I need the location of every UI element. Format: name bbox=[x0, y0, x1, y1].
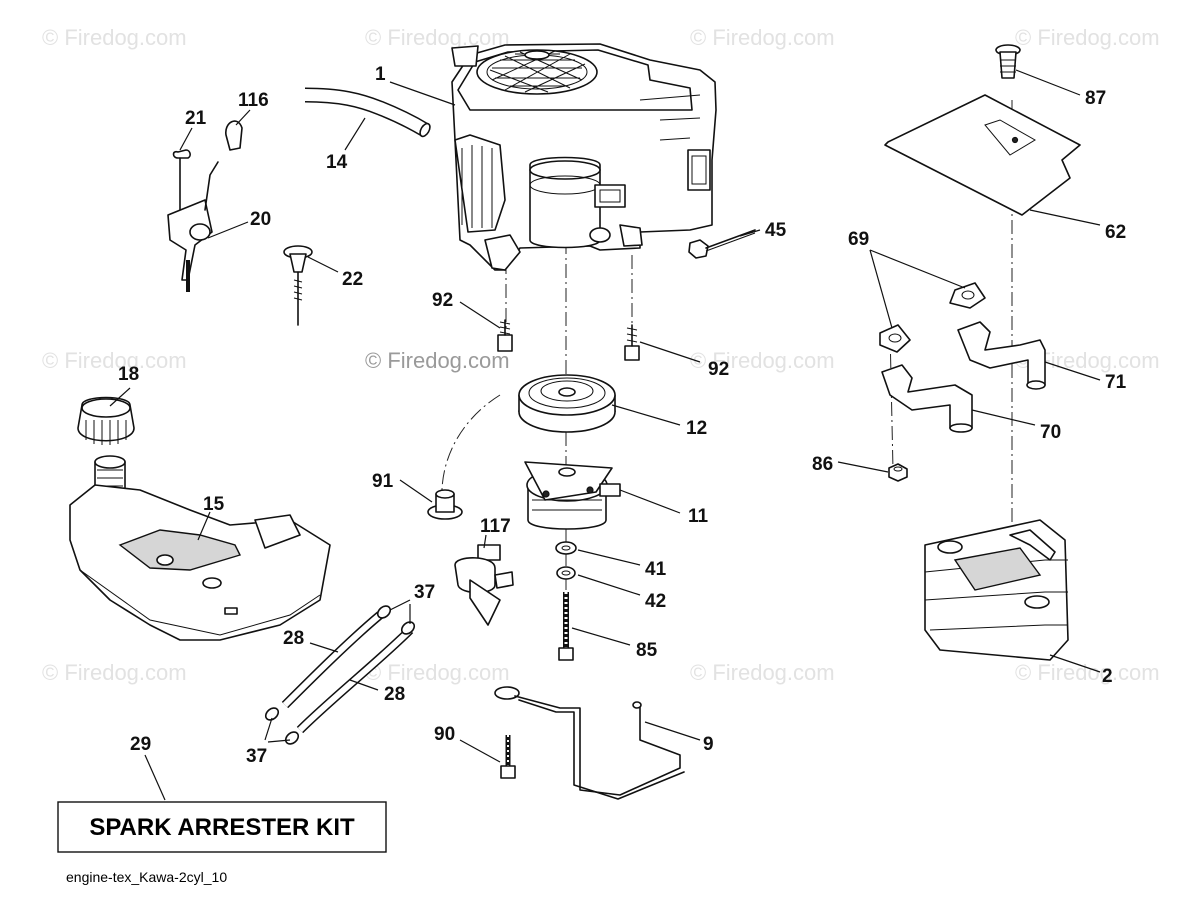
fuel-cap-18 bbox=[77, 396, 135, 445]
watermark: © Firedog.com bbox=[42, 25, 187, 50]
callout-numbers: 1 2 9 11 12 14 15 18 20 21 22 28 28 29 3… bbox=[118, 64, 1127, 767]
callout-42: 42 bbox=[645, 591, 666, 612]
callout-18: 18 bbox=[118, 364, 139, 385]
fuel-hose-14 bbox=[304, 87, 431, 138]
spark-arrester-kit-box: SPARK ARRESTER KIT bbox=[57, 801, 387, 853]
callout-14: 14 bbox=[326, 152, 348, 173]
callout-69: 69 bbox=[848, 229, 869, 250]
bolt-45 bbox=[688, 229, 756, 259]
callout-28a: 28 bbox=[283, 628, 304, 649]
callout-45: 45 bbox=[765, 220, 787, 241]
lock-washer-42 bbox=[556, 566, 576, 580]
watermark-center: © Firedog.com bbox=[365, 348, 510, 373]
callout-12: 12 bbox=[686, 418, 707, 439]
fuel-tank-15 bbox=[69, 455, 331, 641]
muffler-2 bbox=[924, 519, 1069, 661]
watermark: © Firedog.com bbox=[690, 25, 835, 50]
callout-70: 70 bbox=[1040, 422, 1061, 443]
shield-62 bbox=[884, 94, 1081, 216]
throttle-control bbox=[167, 120, 243, 292]
callout-2: 2 bbox=[1102, 666, 1113, 687]
watermark: © Firedog.com bbox=[690, 660, 835, 685]
callout-28b: 28 bbox=[384, 684, 405, 705]
callout-9: 9 bbox=[703, 734, 714, 755]
bolt-92-right bbox=[624, 324, 640, 361]
watermark: © Firedog.com bbox=[1015, 25, 1160, 50]
callout-37b: 37 bbox=[246, 746, 267, 767]
rod-9 bbox=[494, 686, 685, 800]
callout-91: 91 bbox=[372, 471, 394, 492]
watermark: © Firedog.com bbox=[42, 660, 187, 685]
nut-86 bbox=[888, 463, 908, 482]
pulley-12 bbox=[518, 374, 616, 433]
watermark: © Firedog.com bbox=[365, 660, 510, 685]
clutch-11 bbox=[524, 461, 621, 530]
callout-41: 41 bbox=[645, 559, 667, 580]
callout-29: 29 bbox=[130, 734, 151, 755]
callout-117: 117 bbox=[480, 516, 511, 537]
watermarks: © Firedog.com © Firedog.com © Firedog.co… bbox=[42, 25, 1160, 685]
washer-41 bbox=[555, 541, 577, 555]
callout-1: 1 bbox=[375, 64, 386, 85]
watermark: © Firedog.com bbox=[690, 348, 835, 373]
callout-90: 90 bbox=[434, 724, 455, 745]
callout-87: 87 bbox=[1085, 88, 1106, 109]
exhaust-pipe-71 bbox=[957, 321, 1046, 390]
gaskets-69 bbox=[879, 282, 986, 353]
watermark: © Firedog.com bbox=[1015, 660, 1160, 685]
callout-62: 62 bbox=[1105, 222, 1126, 243]
fuel-lines-28 bbox=[281, 611, 414, 734]
callout-11: 11 bbox=[688, 506, 709, 527]
callout-20: 20 bbox=[250, 209, 271, 230]
bolt-22 bbox=[283, 245, 313, 326]
callout-37a: 37 bbox=[414, 582, 435, 603]
callout-21: 21 bbox=[185, 108, 207, 129]
callout-92-right: 92 bbox=[708, 359, 729, 380]
fuel-valve-117 bbox=[454, 544, 514, 626]
callout-15: 15 bbox=[203, 494, 225, 515]
callout-86: 86 bbox=[812, 454, 833, 475]
bushing-91 bbox=[427, 489, 463, 520]
leader-lines bbox=[109, 69, 1101, 801]
kit-label: SPARK ARRESTER KIT bbox=[89, 814, 355, 841]
exhaust-pipe-70 bbox=[881, 364, 973, 433]
diagram-caption: engine-tex_Kawa-2cyl_10 bbox=[66, 869, 227, 885]
watermark: © Firedog.com bbox=[365, 25, 510, 50]
bolt-90 bbox=[500, 735, 516, 779]
bolt-92-left bbox=[497, 319, 513, 352]
hose-clamps-37 bbox=[264, 605, 416, 745]
callout-85: 85 bbox=[636, 640, 658, 661]
callout-71: 71 bbox=[1105, 372, 1127, 393]
bolt-85 bbox=[558, 592, 574, 661]
callout-116: 116 bbox=[238, 90, 269, 111]
engine bbox=[451, 43, 717, 271]
watermark: © Firedog.com bbox=[42, 348, 187, 373]
callout-92-left: 92 bbox=[432, 290, 453, 311]
cap-87 bbox=[995, 44, 1021, 79]
callout-22: 22 bbox=[342, 269, 363, 290]
